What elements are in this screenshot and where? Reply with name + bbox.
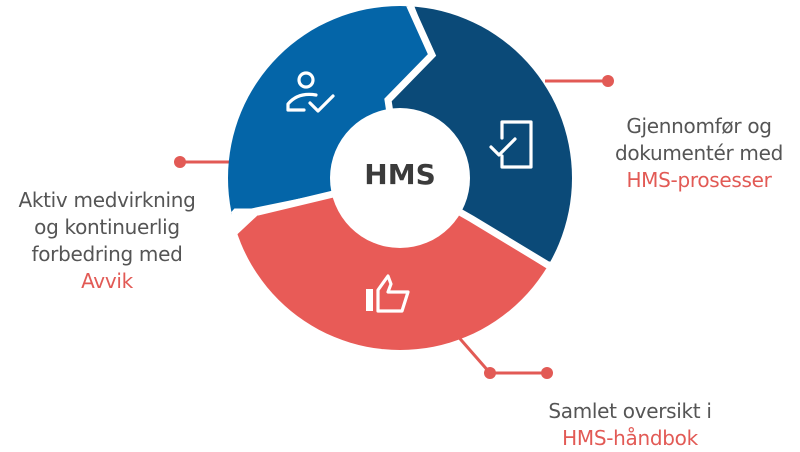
- label-bottom: Samlet oversikt i HMS-håndbok: [530, 398, 730, 452]
- person-check-icon: [286, 71, 335, 113]
- segment-handbok: [228, 178, 572, 350]
- label-right: Gjennomfør og dokumentér med HMS-prosess…: [604, 113, 794, 194]
- label-bottom-line-1: Samlet oversikt i: [548, 399, 712, 423]
- center-circle: [330, 108, 470, 248]
- label-right-line-1: Gjennomfør og: [626, 114, 772, 138]
- tablet-check-icon: [489, 120, 533, 169]
- label-left-line-1: Aktiv medvirkning: [18, 188, 196, 212]
- label-left-accent: Avvik: [81, 269, 133, 293]
- label-right-accent: HMS-prosesser: [626, 168, 772, 192]
- label-right-line-2: dokumentér med: [614, 141, 784, 165]
- label-left-line-2: og kontinuerlig: [34, 215, 180, 239]
- connector-right: [545, 75, 614, 87]
- center-title: HMS: [364, 158, 436, 191]
- label-bottom-accent: HMS-håndbok: [562, 426, 698, 450]
- label-left: Aktiv medvirkning og kontinuerlig forbed…: [12, 187, 202, 295]
- thumbs-up-icon: [366, 274, 410, 313]
- label-left-line-3: forbedring med: [31, 242, 183, 266]
- connector-bottom: [453, 332, 553, 379]
- segment-avvik: [228, 6, 430, 310]
